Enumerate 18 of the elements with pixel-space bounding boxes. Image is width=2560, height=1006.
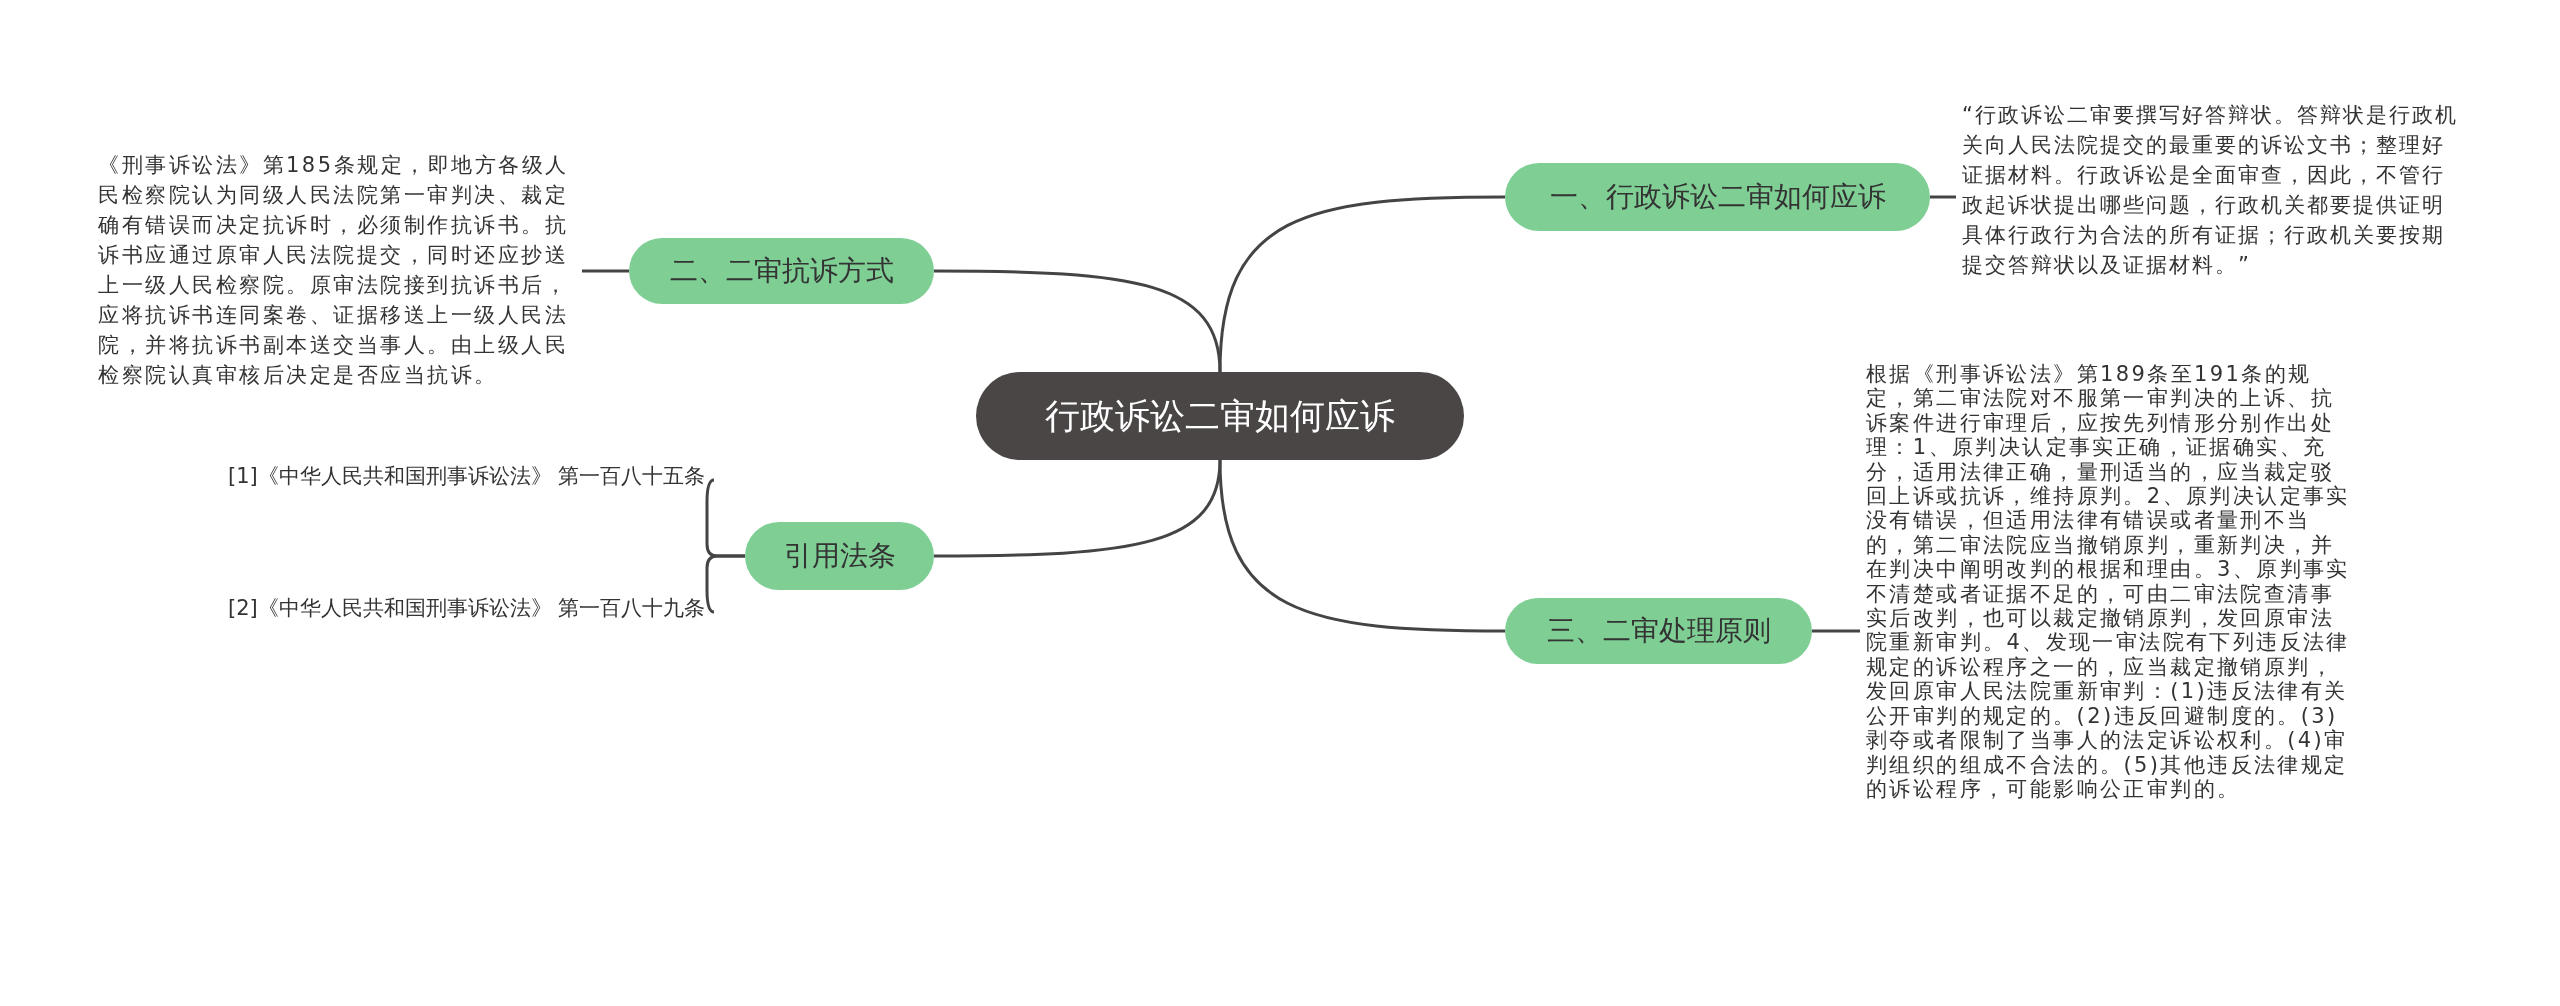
connector-line bbox=[1812, 629, 1860, 633]
note-text: 《刑事诉讼法》第185条规定，即地方各级人民检察院认为同级人民法院第一审判决、裁定确有错误而决定抗诉时，必须制作抗诉书。抗诉书应通过原审人民法院提交，同时还应抄送上一级人民检察院。原审法院接到抗诉书后，应将抗诉书连同案卷、证据移送上一级人民法院，并将抗诉书副本送交当事人。由上级人民检察院认真审核后决定是否应当抗诉。 bbox=[98, 150, 576, 390]
reference-text: [2]《中华人民共和国刑事诉讼法》 第一百八十九条 bbox=[228, 594, 708, 622]
note-text: “行政诉讼二审要撰写好答辩状。答辩状是行政机关向人民法院提交的最重要的诉讼文书；整理好证据材料。行政诉讼是全面审查，因此，不管行政起诉状提出哪些问题，行政机关都要提供证明具体行政行为合法的所有证据；行政机关要按期提交答辩状以及证据材料。” bbox=[1962, 100, 2462, 280]
note-text: 根据《刑事诉讼法》第189条至191条的规定，第二审法院对不服第一审判决的上诉、抗诉案件进行审理后，应按先列情形分别作出处理：1、原判决认定事实正确，证据确实、充分，适用法律正确，量刑适当的，应当裁定驳回上诉或抗诉，维持原判。2、原判决认定事实没有错误，但适用法律有错误或者量刑不当的，第二审法院应当撤销原判，重新判决，并在判决中阐明改判的根据和理由。3、原判事实不清楚或者证据不足的，可由二审法院查清事实后改判，也可以裁定撤销原判，发回原审法院重新审判。4、发现一审法院有下列违反法律规定的诉讼程序之一的，应当裁定撤销原判，发回原审人民法院重新审判：(1)违反法律有关公开审判的规定的。(2)违反回避制度的。(3)剥夺或者限制了当事人的法定诉讼权利。(4)审判组织的组成不合法的。(5)其他违反法律规定的诉讼程序，可能影响公正审判的。 bbox=[1866, 362, 2356, 802]
connector-line bbox=[934, 459, 1222, 558]
connector-line bbox=[705, 554, 745, 614]
reference-text: [1]《中华人民共和国刑事诉讼法》 第一百八十五条 bbox=[228, 462, 708, 490]
connector-line bbox=[582, 269, 629, 273]
connector-line bbox=[1218, 195, 1505, 373]
central-topic: 行政诉讼二审如何应诉 bbox=[976, 372, 1464, 460]
topic-pill: 引用法条 bbox=[745, 522, 934, 590]
connector-line bbox=[934, 269, 1222, 373]
connector-line bbox=[1218, 459, 1505, 633]
connector-line bbox=[1930, 195, 1956, 199]
topic-pill: 一、行政诉讼二审如何应诉 bbox=[1505, 163, 1930, 231]
topic-pill: 三、二审处理原则 bbox=[1505, 598, 1812, 664]
topic-pill: 二、二审抗诉方式 bbox=[629, 238, 934, 304]
